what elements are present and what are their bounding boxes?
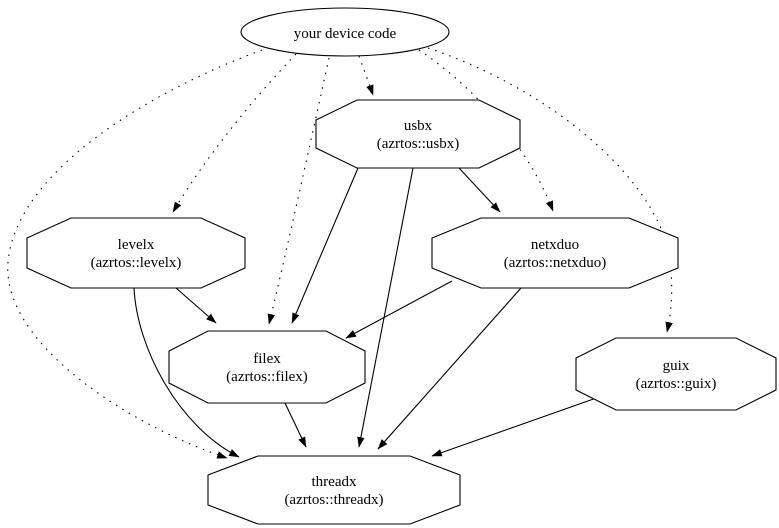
edge-filex-to-threadx [284, 402, 307, 448]
edge-netxduo-to-filex [345, 280, 453, 339]
edge-netxduo-to-threadx [377, 287, 522, 450]
levelx-sublabel: (azrtos::levelx) [91, 255, 182, 271]
edge-your-device-code-to-filex [267, 57, 330, 325]
netxduo-octagon [431, 217, 679, 289]
guix-sublabel: (azrtos::guix) [636, 376, 717, 392]
guix-label: guix [663, 358, 690, 374]
node-levelx: levelx (azrtos::levelx) [26, 217, 246, 289]
guix-octagon [575, 337, 777, 411]
edge-your-device-code-to-guix [427, 47, 673, 333]
node-guix: guix (azrtos::guix) [575, 337, 777, 411]
threadx-octagon [207, 455, 461, 525]
usbx-octagon [315, 99, 521, 169]
node-usbx: usbx (azrtos::usbx) [315, 99, 521, 169]
netxduo-sublabel: (azrtos::netxduo) [504, 255, 606, 271]
threadx-label: threadx [312, 474, 357, 490]
edge-guix-to-threadx [431, 395, 603, 457]
edge-levelx-to-filex [175, 287, 217, 324]
levelx-octagon [26, 217, 246, 289]
edge-your-device-code-to-levelx [172, 53, 297, 213]
threadx-sublabel: (azrtos::threadx) [284, 492, 383, 508]
filex-label: filex [253, 351, 281, 367]
edge-your-device-code-to-usbx [358, 55, 374, 96]
edge-usbx-to-netxduo [458, 167, 501, 213]
your-device-code-ellipse [240, 7, 450, 57]
filex-sublabel: (azrtos::filex) [226, 369, 308, 385]
node-filex: filex (azrtos::filex) [168, 330, 366, 404]
edge-levelx-to-threadx [133, 287, 240, 458]
usbx-sublabel: (azrtos::usbx) [377, 136, 459, 152]
your-device-code-label: your device code [294, 26, 397, 42]
edge-usbx-to-threadx [357, 167, 414, 448]
edge-usbx-to-filex [291, 167, 359, 324]
netxduo-label: netxduo [531, 237, 579, 253]
edge-layer [7, 47, 673, 459]
node-threadx: threadx (azrtos::threadx) [207, 455, 461, 525]
usbx-label: usbx [404, 118, 433, 134]
node-netxduo: netxduo (azrtos::netxduo) [431, 217, 679, 289]
filex-octagon [168, 330, 366, 404]
levelx-label: levelx [118, 237, 155, 253]
node-your-device-code: your device code [240, 7, 450, 57]
